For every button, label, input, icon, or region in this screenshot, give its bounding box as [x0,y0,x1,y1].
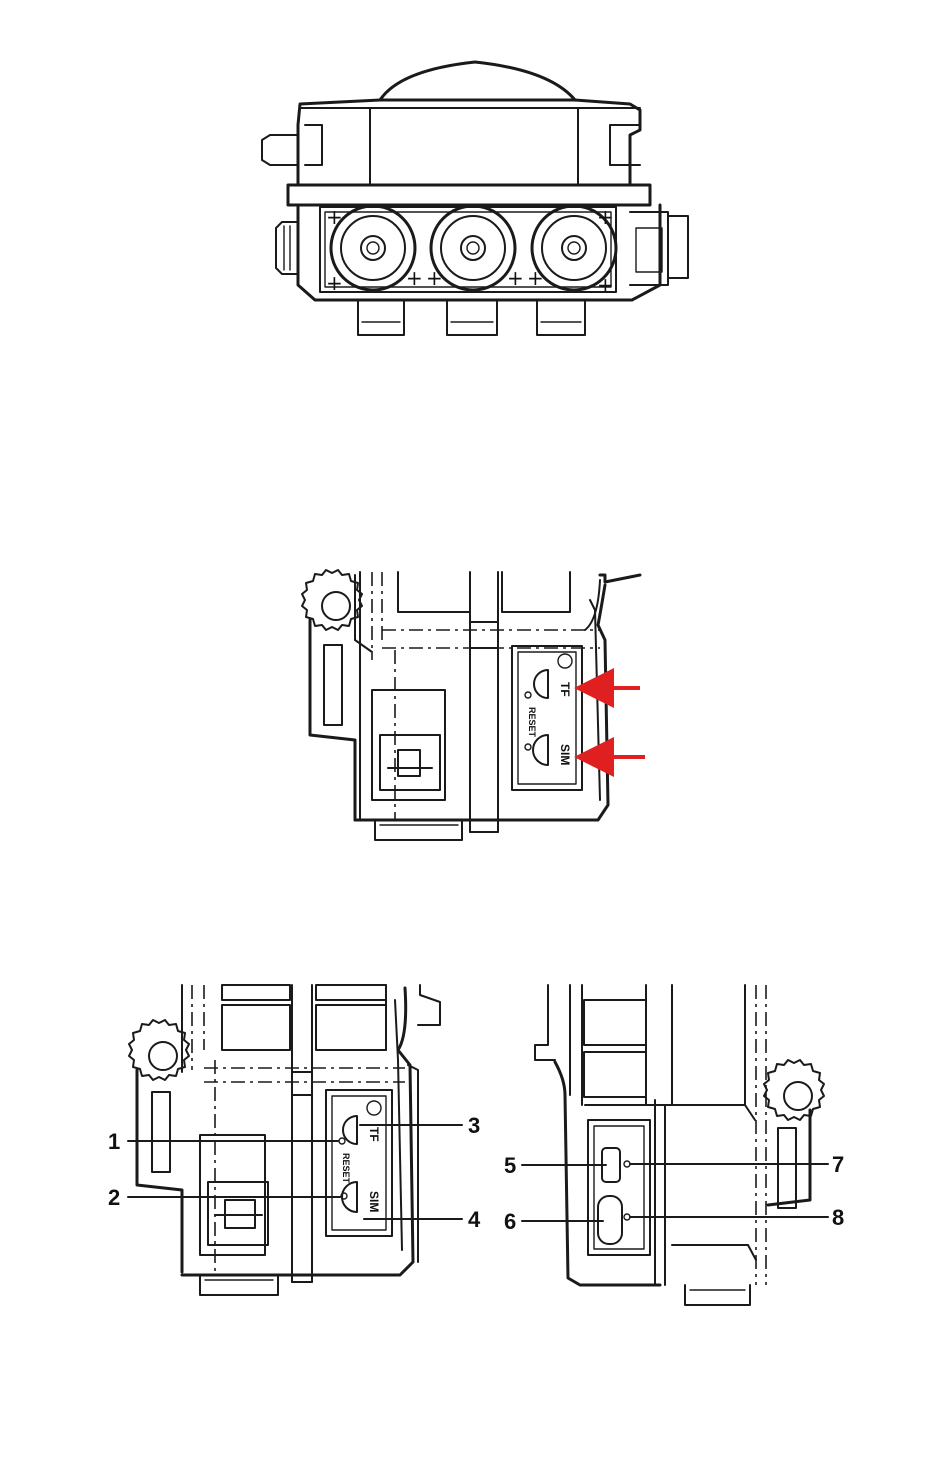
battery-compartment-view: + + + + + + + + [262,62,688,335]
polarity-mark: + [597,205,614,229]
right-callout-view: 5 6 7 8 [504,985,844,1305]
polarity-mark: + [426,266,443,290]
reset-label: RESET [527,707,537,738]
polarity-mark: + [597,273,614,297]
callout-6: 6 [504,1209,516,1234]
left-callout-view: TF RESET SIM 1 2 3 4 [108,985,481,1295]
tf-card-slot[interactable] [534,670,548,698]
callout-3: 3 [468,1113,480,1138]
reset-hole[interactable] [339,1138,345,1144]
polarity-mark: + [406,266,423,290]
callout-8: 8 [832,1205,844,1230]
rotary-knob [764,1060,824,1120]
sim-card-slot[interactable] [533,735,548,765]
sim-card-slot[interactable] [342,1182,357,1212]
callout-7: 7 [832,1152,844,1177]
callout-4: 4 [468,1207,481,1232]
card-slot-view: TF RESET SIM [302,570,645,840]
tf-label: TF [558,682,572,697]
tf-label: TF [367,1127,381,1142]
sim-label: SIM [367,1191,381,1212]
callout-1: 1 [108,1129,120,1154]
polarity-mark: + [527,266,544,290]
polarity-mark: + [326,271,343,295]
battery-cell-2 [431,206,515,290]
callout-2: 2 [108,1185,120,1210]
reset-hole[interactable] [525,692,531,698]
polarity-mark: + [507,266,524,290]
reset-label: RESET [341,1153,351,1184]
battery-cell-1 [331,206,415,290]
sim-label: SIM [558,744,572,765]
callout-5: 5 [504,1153,516,1178]
polarity-mark: + [326,205,343,229]
